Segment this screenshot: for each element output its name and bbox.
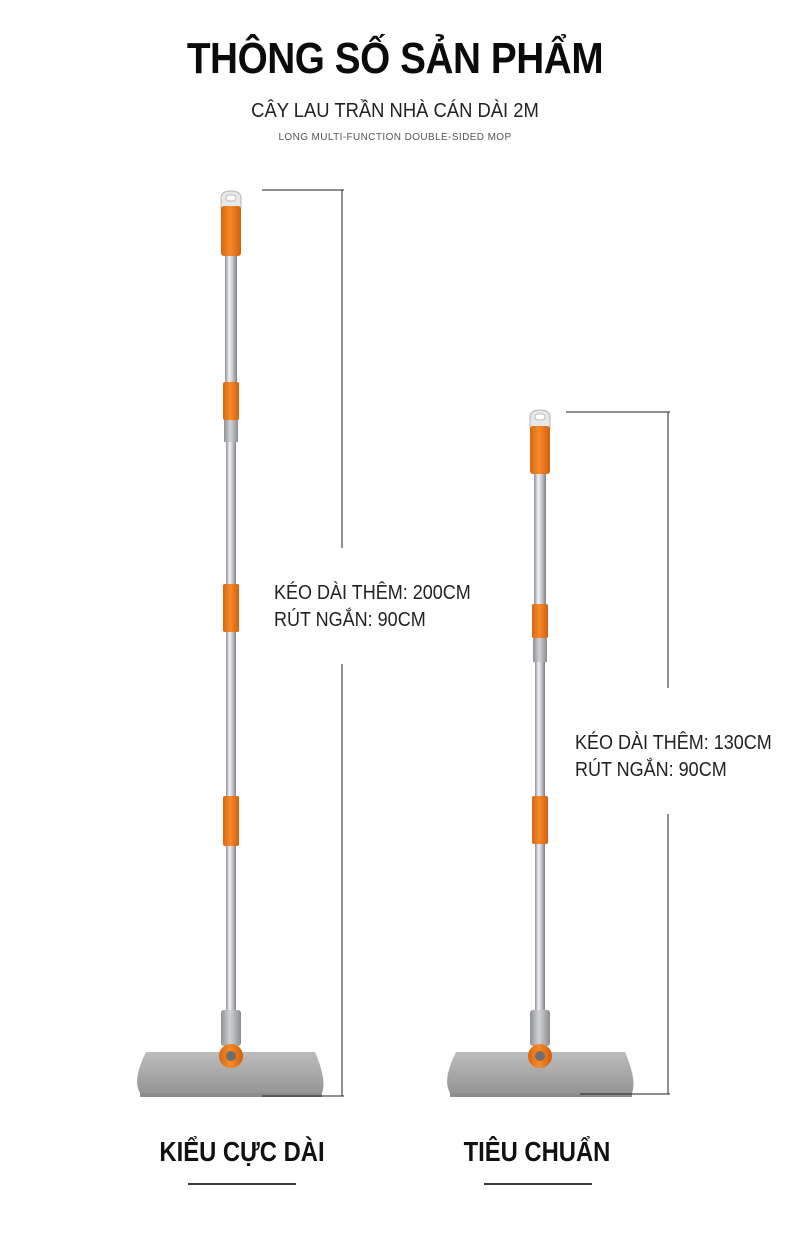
standard-mop-label: TIÊU CHUẨN [463, 1136, 611, 1167]
long-mop-spec-collapsed: RÚT NGẮN: 90CM [274, 609, 426, 631]
standard-mop-spec-collapsed: RÚT NGẮN: 90CM [575, 759, 727, 781]
long-mop-spec-extended: KÉO DÀI THÊM: 200CM [274, 582, 471, 604]
page-subtitle: CÂY LAU TRẦN NHÀ CÁN DÀI 2M [251, 100, 539, 122]
standard-mop-label-underline [484, 1183, 592, 1185]
standard-mop-dimension-line [566, 411, 670, 1095]
long-mop-spec: KÉO DÀI THÊM: 200CM RÚT NGẮN: 90CM [274, 580, 471, 634]
standard-mop-spec: KÉO DÀI THÊM: 130CM RÚT NGẮN: 90CM [575, 730, 772, 784]
standard-mop-image [447, 409, 634, 1097]
long-mop-label: KIỂU CỰC DÀI [159, 1136, 325, 1167]
long-mop-dimension-line [262, 189, 344, 1097]
standard-mop-spec-extended: KÉO DÀI THÊM: 130CM [575, 732, 772, 754]
page-title: THÔNG SỐ SẢN PHẨM [186, 34, 604, 83]
page-caption: LONG MULTI-FUNCTION DOUBLE-SIDED MOP [278, 132, 512, 143]
long-mop-image [137, 190, 324, 1097]
long-mop-label-underline [188, 1183, 296, 1185]
